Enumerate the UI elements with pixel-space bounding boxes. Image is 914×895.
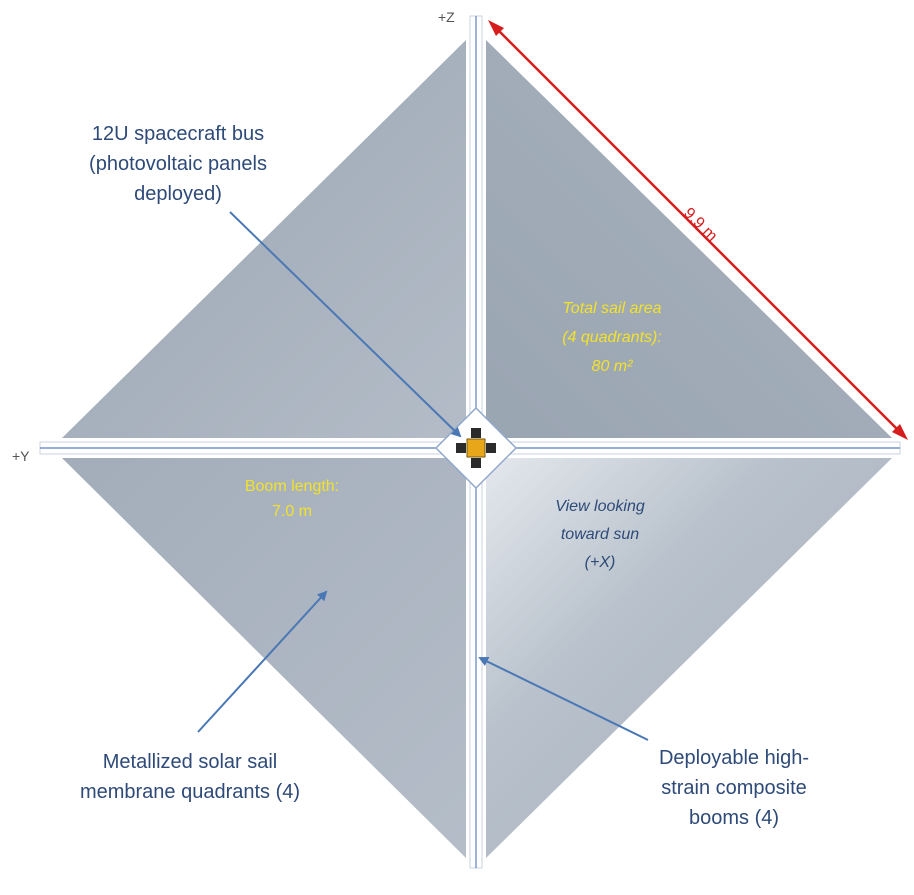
sail-quadrant-top-left: [62, 40, 466, 438]
boom-length-line-2: 7.0 m: [272, 503, 312, 520]
sail-area-line-3: 80 m²: [592, 358, 634, 375]
axis-label-z: +Z: [438, 9, 455, 25]
callout-membrane-arrow: [197, 590, 328, 733]
solar-panel-top: [471, 428, 481, 438]
callout-booms-arrow: [478, 657, 649, 741]
sail-quadrant-bottom-right: [486, 458, 892, 858]
view-line-1: View looking: [555, 498, 645, 515]
callout-booms-line-1: Deployable high-: [659, 747, 809, 769]
boom-length-line-1: Boom length:: [245, 478, 339, 495]
boom-length-annotation: Boom length: 7.0 m: [245, 478, 339, 520]
callout-booms-line-3: booms (4): [689, 807, 779, 829]
solar-panel-right: [486, 443, 496, 453]
sail-area-line-2: (4 quadrants):: [562, 329, 662, 346]
callout-membrane: Metallized solar sail membrane quadrants…: [80, 590, 328, 803]
callout-bus-arrow: [229, 211, 462, 438]
sail-membrane: [62, 40, 892, 858]
sail-quadrant-bottom-left: [62, 458, 466, 858]
axis-label-y: +Y: [12, 448, 30, 464]
callout-bus-line-1: 12U spacecraft bus: [92, 123, 264, 145]
callout-membrane-line-2: membrane quadrants (4): [80, 781, 300, 803]
view-annotation: View looking toward sun (+X): [555, 498, 645, 571]
solar-panel-bottom: [471, 458, 481, 468]
callout-booms: Deployable high- strain composite booms …: [478, 657, 809, 829]
bus-body: [466, 438, 486, 458]
view-line-3: (+X): [585, 554, 616, 571]
view-line-2: toward sun: [561, 526, 639, 543]
callout-booms-line-2: strain composite: [661, 777, 807, 799]
callout-bus: 12U spacecraft bus (photovoltaic panels …: [89, 123, 462, 438]
sail-quadrant-top-right: [486, 40, 892, 438]
sail-area-annotation: Total sail area (4 quadrants): 80 m²: [562, 300, 662, 375]
callout-bus-line-2: (photovoltaic panels: [89, 153, 267, 175]
callout-membrane-line-1: Metallized solar sail: [103, 751, 278, 773]
callout-bus-line-3: deployed): [134, 183, 222, 205]
sail-area-line-1: Total sail area: [562, 300, 661, 317]
solar-panel-left: [456, 443, 466, 453]
